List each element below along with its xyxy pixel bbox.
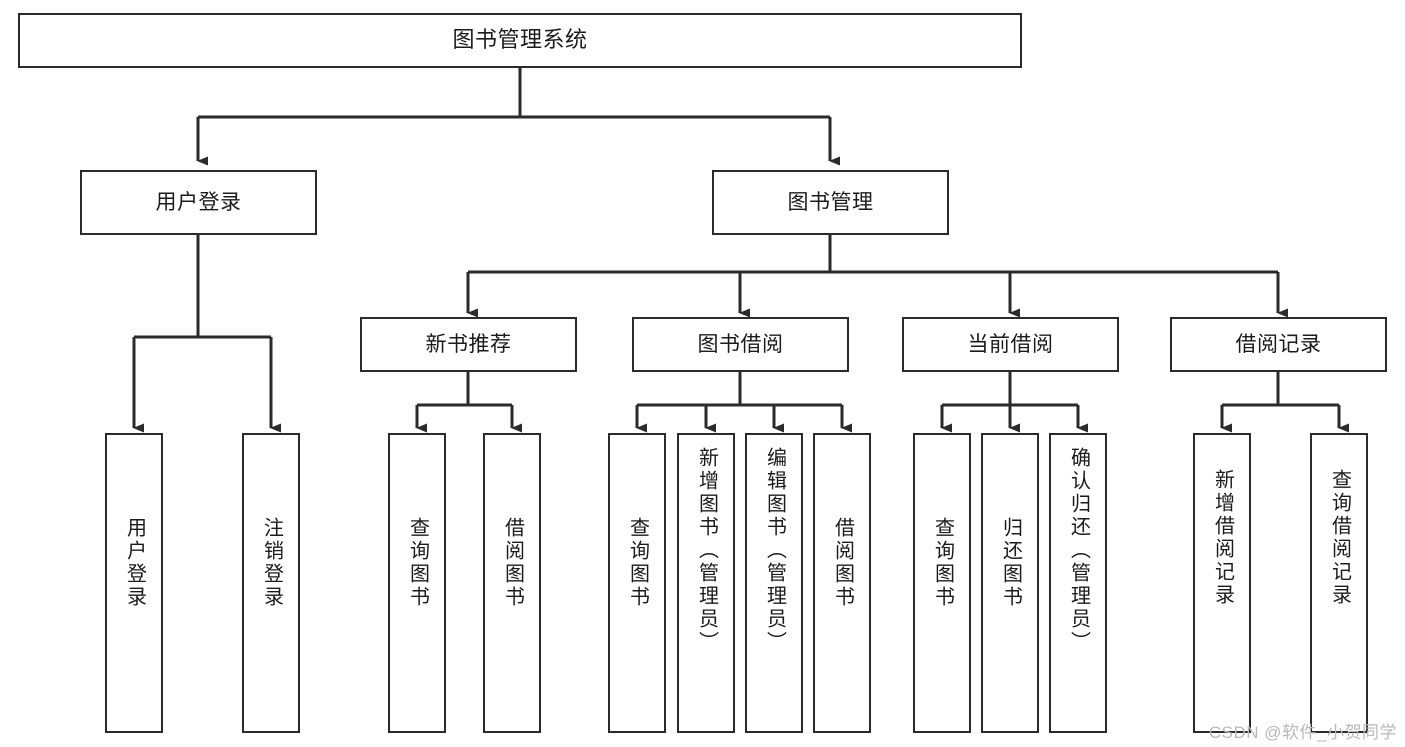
node-root-system[interactable]: 图书管理系统: [18, 13, 1022, 68]
node-label: 查询图书: [626, 517, 649, 609]
node-label: 注销登录: [260, 517, 283, 609]
node-leaf-edit-book[interactable]: 编辑图书（管理员）: [745, 433, 803, 733]
node-label: 用户登录: [155, 190, 242, 214]
node-leaf-query-book-current[interactable]: 查询图书: [913, 433, 971, 733]
node-label: 查询图书: [406, 517, 429, 609]
node-leaf-borrow-book[interactable]: 借阅图书: [813, 433, 871, 733]
node-current-borrow[interactable]: 当前借阅: [902, 317, 1119, 372]
node-user-login[interactable]: 用户登录: [80, 170, 317, 235]
node-label: 借阅记录: [1235, 332, 1322, 356]
node-leaf-add-borrow-record[interactable]: 新增借阅记录: [1193, 433, 1251, 733]
node-book-borrow[interactable]: 图书借阅: [632, 317, 849, 372]
node-borrow-record[interactable]: 借阅记录: [1170, 317, 1387, 372]
node-label: 借阅图书: [831, 517, 854, 609]
node-label: 编辑图书（管理员）: [763, 447, 786, 654]
node-leaf-user-login[interactable]: 用户登录: [105, 433, 163, 733]
node-leaf-confirm-return[interactable]: 确认归还（管理员）: [1049, 433, 1107, 733]
node-label: 当前借阅: [967, 332, 1054, 356]
node-label: 借阅图书: [501, 517, 524, 609]
node-leaf-query-book-recommend[interactable]: 查询图书: [388, 433, 446, 733]
node-new-book-recommend[interactable]: 新书推荐: [360, 317, 577, 372]
node-book-manage[interactable]: 图书管理: [712, 170, 949, 235]
node-leaf-borrow-book-recommend[interactable]: 借阅图书: [483, 433, 541, 733]
node-leaf-add-book[interactable]: 新增图书（管理员）: [677, 433, 735, 733]
node-label: 用户登录: [123, 517, 146, 609]
node-label: 图书管理: [787, 190, 874, 214]
csdn-watermark: CSDN @软件_小贺同学: [1208, 723, 1397, 742]
node-leaf-return-book[interactable]: 归还图书: [981, 433, 1039, 733]
node-label: 查询借阅记录: [1328, 469, 1351, 607]
node-label: 图书借阅: [697, 332, 784, 356]
node-label: 新增图书（管理员）: [695, 447, 718, 654]
node-label: 新增借阅记录: [1211, 469, 1234, 607]
node-leaf-logout-login[interactable]: 注销登录: [242, 433, 300, 733]
node-leaf-query-book-borrow[interactable]: 查询图书: [608, 433, 666, 733]
node-label: 归还图书: [999, 517, 1022, 609]
node-leaf-query-borrow-record[interactable]: 查询借阅记录: [1310, 433, 1368, 733]
node-label: 确认归还（管理员）: [1067, 447, 1090, 654]
node-label: 查询图书: [931, 517, 954, 609]
node-label: 图书管理系统: [452, 27, 588, 53]
node-label: 新书推荐: [425, 332, 512, 356]
